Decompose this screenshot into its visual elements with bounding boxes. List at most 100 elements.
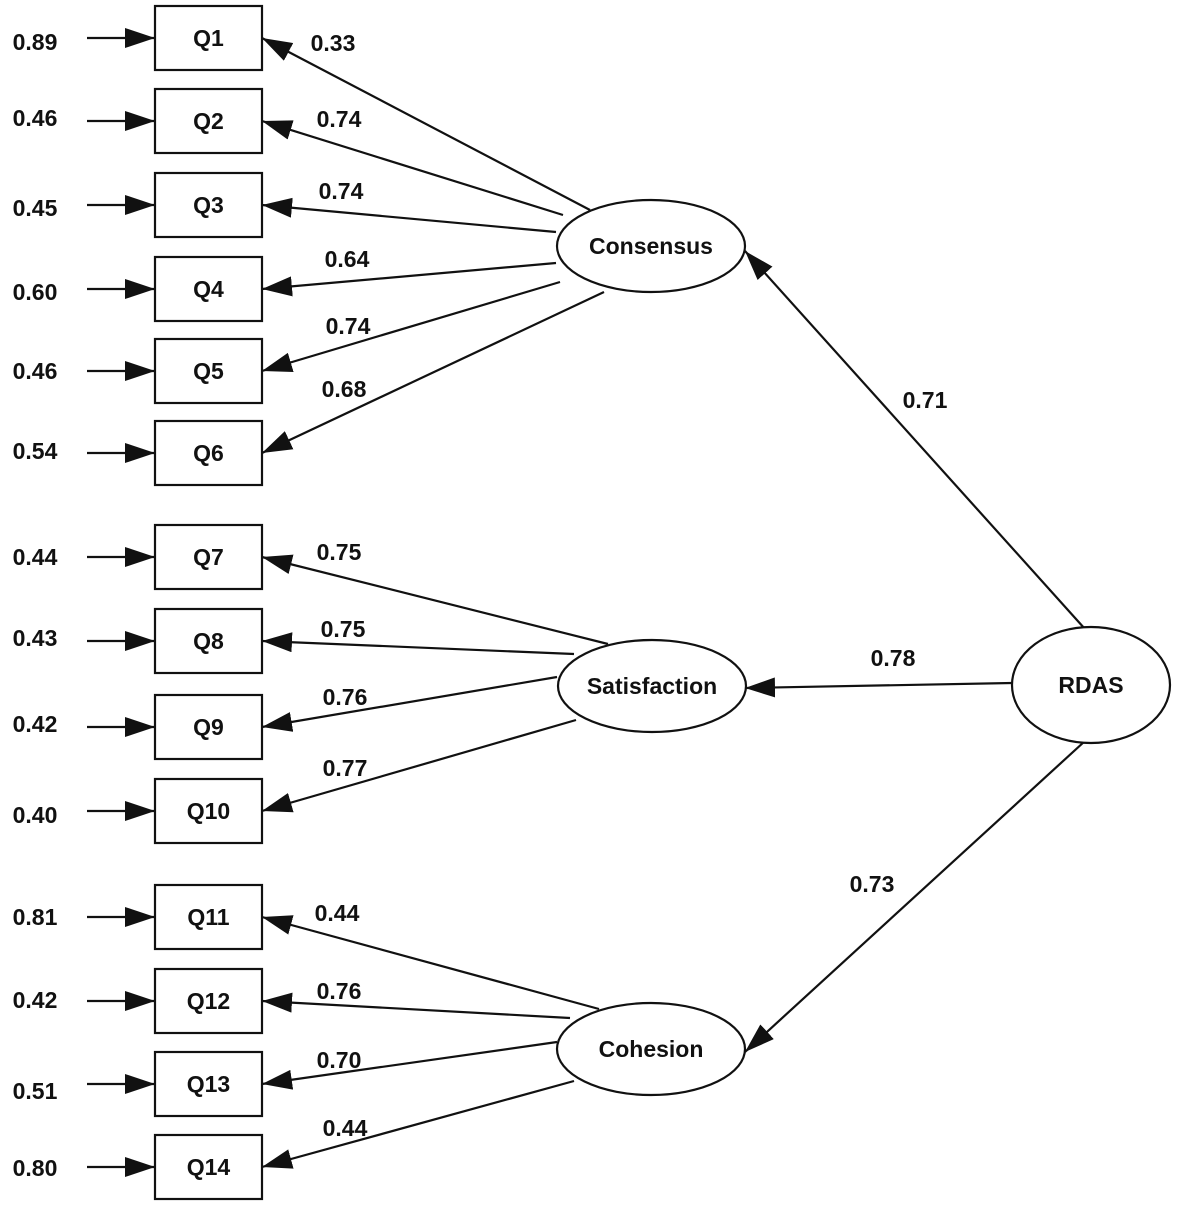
error-variance-label: 0.43 xyxy=(13,625,58,651)
higher-order-loading-label: 0.73 xyxy=(850,871,895,897)
loading-arrow xyxy=(261,280,561,373)
loading-arrow xyxy=(261,1079,575,1169)
loading-arrow xyxy=(261,554,609,646)
error-variance-label: 0.81 xyxy=(13,904,58,930)
latent-label: RDAS xyxy=(1058,672,1123,698)
loading-arrow xyxy=(261,197,557,234)
error-variance-label: 0.80 xyxy=(13,1155,58,1181)
indicator-box xyxy=(153,171,264,239)
loading-arrow xyxy=(261,119,564,217)
error-variance-label: 0.42 xyxy=(13,987,58,1013)
loading-arrow xyxy=(261,261,557,297)
higher-order-arrow xyxy=(744,740,1086,1053)
indicator-label: Q3 xyxy=(193,192,224,218)
indicator-box xyxy=(153,4,264,72)
indicator-label: Q14 xyxy=(187,1154,231,1180)
indicator-box xyxy=(153,87,264,155)
error-variance-label: 0.44 xyxy=(13,544,58,570)
loading-label: 0.76 xyxy=(317,978,362,1004)
error-variance-label: 0.40 xyxy=(13,802,58,828)
indicator-q8: Q8 xyxy=(153,607,264,675)
loading-arrow xyxy=(261,1040,558,1090)
error-variance-label: 0.42 xyxy=(13,711,58,737)
loading-arrow xyxy=(261,37,591,211)
indicator-box xyxy=(153,419,264,487)
loading-label: 0.33 xyxy=(311,30,356,56)
indicator-box xyxy=(153,777,264,845)
indicator-label: Q8 xyxy=(193,628,224,654)
indicator-box xyxy=(153,693,264,761)
indicator-label: Q5 xyxy=(193,358,224,384)
indicator-box xyxy=(153,883,264,951)
indicator-q1: Q1 xyxy=(153,4,264,72)
indicator-label: Q2 xyxy=(193,108,224,134)
error-variance-label: 0.51 xyxy=(13,1078,58,1104)
latent-ellipse xyxy=(555,1001,747,1097)
loading-label: 0.75 xyxy=(321,616,366,642)
indicator-box xyxy=(153,967,264,1035)
loading-label: 0.64 xyxy=(325,246,370,272)
loading-label: 0.75 xyxy=(317,539,362,565)
latent-satisfaction: Satisfaction xyxy=(556,638,748,734)
error-variance-label: 0.54 xyxy=(13,438,58,464)
indicator-q14: Q14 xyxy=(153,1133,264,1201)
loading-arrow xyxy=(261,718,577,813)
latent-rdas: RDAS xyxy=(1010,625,1172,745)
indicator-box xyxy=(153,607,264,675)
indicator-label: Q13 xyxy=(187,1071,230,1097)
latent-ellipse xyxy=(1010,625,1172,745)
indicator-label: Q4 xyxy=(193,276,224,302)
loading-arrow xyxy=(261,992,571,1020)
latent-ellipse xyxy=(555,198,747,294)
error-variance-label: 0.45 xyxy=(13,195,58,221)
higher-order-arrow xyxy=(744,250,1086,630)
loading-label: 0.74 xyxy=(319,178,364,204)
indicator-label: Q1 xyxy=(193,25,224,51)
higher-order-arrow xyxy=(744,677,1013,698)
indicator-label: Q10 xyxy=(187,798,230,824)
loading-arrow xyxy=(261,675,558,732)
indicator-box xyxy=(153,255,264,323)
indicator-box xyxy=(153,1050,264,1118)
indicator-label: Q12 xyxy=(187,988,230,1014)
edges-layer xyxy=(87,28,1086,1177)
latent-cohesion: Cohesion xyxy=(555,1001,747,1097)
indicator-box xyxy=(153,1133,264,1201)
indicator-label: Q6 xyxy=(193,440,224,466)
loading-label: 0.76 xyxy=(323,684,368,710)
higher-order-loading-label: 0.71 xyxy=(903,387,948,413)
loading-label: 0.44 xyxy=(315,900,360,926)
indicator-q6: Q6 xyxy=(153,419,264,487)
indicator-box xyxy=(153,337,264,405)
error-variance-label: 0.60 xyxy=(13,279,58,305)
latent-consensus: Consensus xyxy=(555,198,747,294)
indicator-q2: Q2 xyxy=(153,87,264,155)
error-variance-label: 0.46 xyxy=(13,358,58,384)
error-variance-label: 0.46 xyxy=(13,105,58,131)
latent-label: Cohesion xyxy=(599,1036,704,1062)
indicator-q12: Q12 xyxy=(153,967,264,1035)
loading-label: 0.70 xyxy=(317,1047,362,1073)
loading-label: 0.77 xyxy=(323,755,368,781)
indicator-q9: Q9 xyxy=(153,693,264,761)
indicator-q3: Q3 xyxy=(153,171,264,239)
indicator-q11: Q11 xyxy=(153,883,264,951)
indicator-q10: Q10 xyxy=(153,777,264,845)
indicator-q5: Q5 xyxy=(153,337,264,405)
loading-arrow xyxy=(261,632,575,656)
latent-ellipse xyxy=(556,638,748,734)
indicator-label: Q11 xyxy=(187,904,229,930)
indicator-q13: Q13 xyxy=(153,1050,264,1118)
loading-arrow xyxy=(261,291,605,454)
loading-label: 0.74 xyxy=(326,313,371,339)
loading-label: 0.68 xyxy=(322,376,367,402)
indicator-box xyxy=(153,523,264,591)
loading-label: 0.44 xyxy=(323,1115,368,1141)
indicator-q4: Q4 xyxy=(153,255,264,323)
latent-label: Satisfaction xyxy=(587,673,717,699)
indicator-q7: Q7 xyxy=(153,523,264,591)
indicator-label: Q7 xyxy=(193,544,224,570)
